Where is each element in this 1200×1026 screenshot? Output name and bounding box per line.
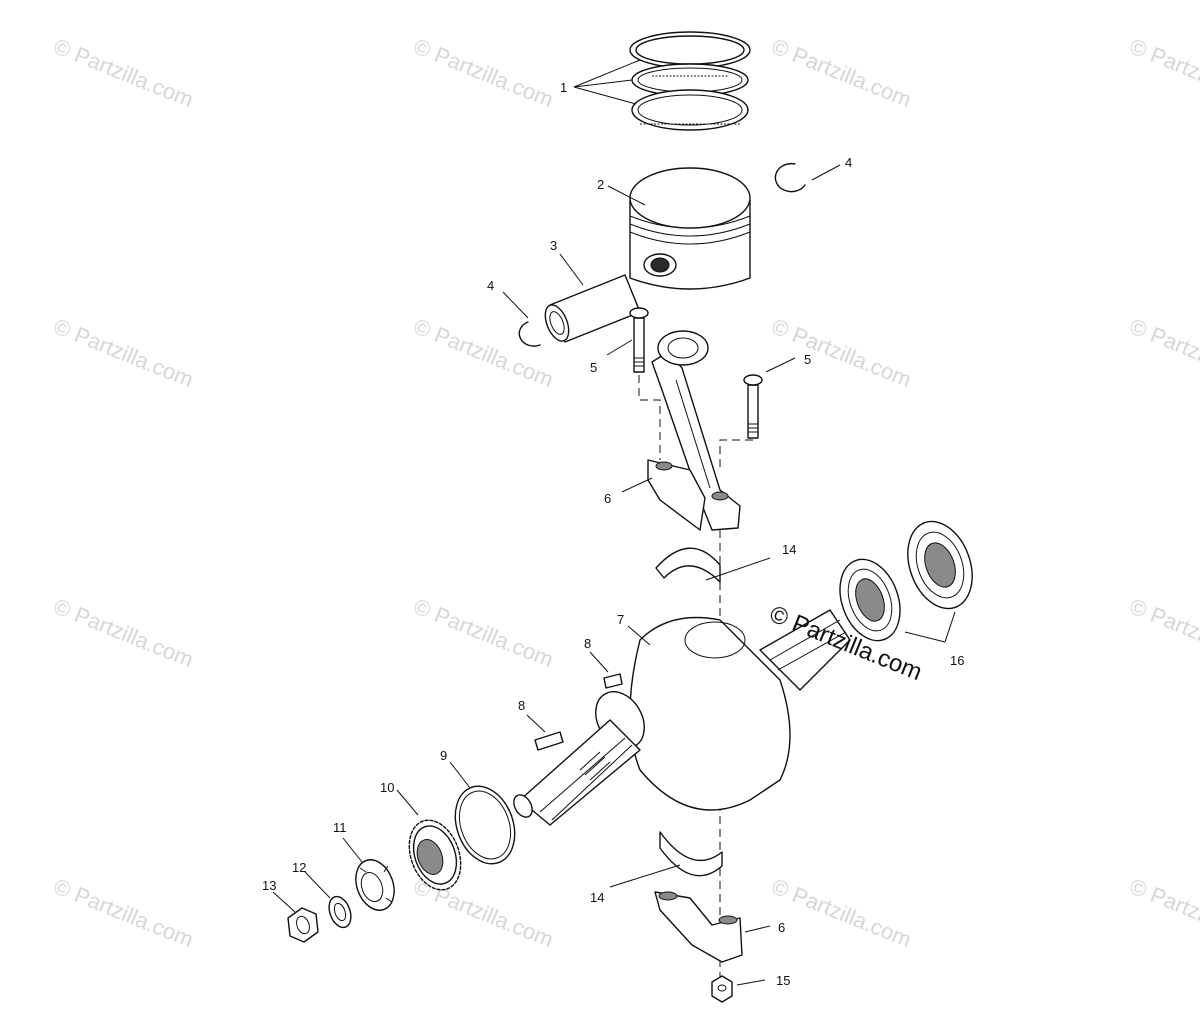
rod-nut[interactable] [711, 975, 733, 1003]
watermark: © Partzilla.com [410, 593, 557, 672]
watermark: © Partzilla.com [1126, 873, 1200, 952]
piston-pin[interactable] [541, 274, 641, 344]
callout-8-lower: 8 [518, 698, 546, 733]
callout-label: 14 [590, 890, 604, 905]
crank-lock-nut[interactable] [349, 854, 401, 915]
callout-4-left: 4 [487, 278, 529, 319]
sprocket-gear[interactable] [400, 813, 470, 897]
callout-label: 6 [604, 491, 611, 506]
callout-label: 2 [597, 177, 604, 192]
callout-label: 8 [518, 698, 525, 713]
callout-6-lower: 6 [744, 920, 785, 935]
callout-14-upper: 14 [705, 542, 796, 581]
watermark: © Partzilla.com [50, 593, 197, 672]
callout-label: 4 [845, 155, 852, 170]
callout-15: 15 [736, 973, 790, 988]
crankshaft[interactable] [510, 609, 851, 826]
piston[interactable] [629, 167, 751, 290]
watermark: © Partzilla.com [768, 873, 915, 952]
callout-label: 16 [950, 653, 964, 668]
callout-14-lower: 14 [590, 864, 681, 905]
callout-12: 12 [292, 860, 331, 899]
callout-label: 13 [262, 878, 276, 893]
callout-label: 5 [804, 352, 811, 367]
callout-4-upper: 4 [811, 155, 852, 181]
watermark: © Partzilla.com [50, 873, 197, 952]
watermark: © Partzilla.com [1126, 313, 1200, 392]
callout-1: 1 [560, 59, 641, 105]
washer[interactable] [325, 894, 355, 931]
callout-3: 3 [550, 238, 584, 286]
watermark: © Partzilla.com [50, 313, 197, 392]
piston-rings[interactable] [629, 31, 751, 131]
circlip-upper[interactable] [774, 162, 806, 193]
callout-6-upper: 6 [604, 477, 653, 506]
bearing-shell-upper[interactable] [655, 547, 721, 583]
callout-13: 13 [262, 878, 296, 913]
callout-8-upper: 8 [584, 636, 609, 673]
callout-label: 11 [333, 820, 347, 835]
callout-10: 10 [380, 780, 419, 816]
main-bearing-outer[interactable] [829, 551, 910, 649]
rod-bolt-left[interactable] [629, 307, 649, 373]
callout-9: 9 [440, 748, 471, 789]
crank-nut[interactable] [287, 907, 319, 943]
callout-2: 2 [597, 177, 646, 206]
watermark: © Partzilla.com [410, 33, 557, 112]
watermark: © Partzilla.com [410, 313, 557, 392]
main-bearing-inner[interactable] [896, 512, 983, 617]
callout-5-left: 5 [590, 339, 633, 375]
callout-5-right: 5 [765, 352, 811, 373]
callout-label: 6 [778, 920, 785, 935]
watermark: © Partzilla.com [768, 313, 915, 392]
circlip-left[interactable] [518, 321, 541, 347]
callout-7: 7 [617, 612, 651, 646]
bearing-shell-lower[interactable] [659, 831, 723, 877]
o-ring[interactable] [445, 778, 525, 872]
rod-cap[interactable] [654, 891, 743, 963]
callout-label: 10 [380, 780, 394, 795]
callout-label: 7 [617, 612, 624, 627]
watermark: © Partzilla.com [50, 33, 197, 112]
callout-label: 15 [776, 973, 790, 988]
watermark: © Partzilla.com [768, 33, 915, 112]
callout-16: 16 [904, 611, 964, 668]
callout-label: 4 [487, 278, 494, 293]
rod-bolt-right[interactable] [743, 374, 763, 439]
connecting-rod[interactable] [647, 330, 741, 531]
callout-label: 3 [550, 238, 557, 253]
callout-11: 11 [333, 820, 363, 863]
woodruff-key-lower[interactable] [534, 731, 564, 751]
watermark: © Partzilla.com [1126, 593, 1200, 672]
watermark-layer: © Partzilla.com © Partzilla.com © Partzi… [50, 33, 1200, 952]
callout-label: 14 [782, 542, 796, 557]
callout-label: 5 [590, 360, 597, 375]
callout-label: 9 [440, 748, 447, 763]
callout-label: 12 [292, 860, 306, 875]
callout-label: 1 [560, 80, 567, 95]
watermark: © Partzilla.com [1126, 33, 1200, 112]
callout-label: 8 [584, 636, 591, 651]
woodruff-key-upper[interactable] [603, 673, 623, 689]
